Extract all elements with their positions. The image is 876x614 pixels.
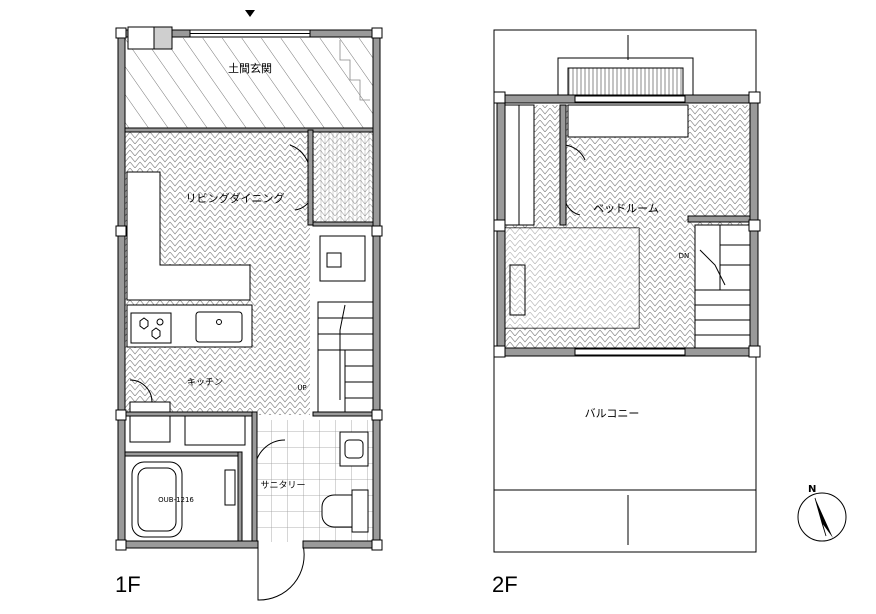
fridge: [129, 401, 171, 443]
label-living: リビングダイニング: [186, 191, 285, 205]
compass-icon: N: [797, 484, 847, 542]
label-stairs-down: DN: [679, 252, 690, 260]
window-2f: [574, 95, 686, 103]
door-swing: [564, 144, 586, 161]
label-bedroom: ベッドルーム: [593, 202, 659, 215]
faucet-icon: [216, 319, 222, 325]
cooking-counter: [126, 304, 253, 348]
stair-arrow: [699, 249, 726, 286]
toilet-tank: [351, 489, 369, 533]
wall-south-right: [302, 540, 381, 549]
label-kitchen: キッチン: [187, 377, 223, 388]
burner-icon: [156, 318, 164, 326]
label-bath-model: OUB-1216: [158, 496, 194, 504]
label-stairs-up: UP: [297, 384, 306, 392]
compass-north-label: N: [808, 484, 816, 495]
entry-step: [339, 40, 370, 101]
bathtub-inner: [137, 467, 177, 532]
kitchen-sink: [195, 311, 243, 343]
stove: [130, 312, 172, 344]
wall-south-left: [117, 540, 259, 549]
washer-space: [184, 414, 246, 446]
door-swing: [129, 379, 153, 403]
floor-label-1f: 1F: [115, 572, 141, 597]
second-floor-plan: ベッドルーム バルコニー DN: [493, 29, 761, 553]
wall-west: [117, 29, 126, 549]
wash-basin: [339, 431, 369, 467]
stair-arrow: [339, 304, 346, 400]
balcony-outline: [493, 354, 757, 491]
burner-icon: [139, 317, 149, 330]
label-balcony: バルコニー: [585, 407, 640, 420]
wall-east: [372, 29, 381, 549]
stairs-2f: [694, 224, 751, 351]
label-genkan: 土間玄関: [228, 61, 272, 75]
entry-door-swing: [257, 544, 305, 601]
bathtub: [131, 461, 183, 538]
label-sanitary: サニタリー: [260, 480, 305, 491]
kitchen-counter: [126, 171, 251, 301]
pillow: [509, 264, 526, 316]
first-floor-plan: 土間玄関 リビングダイニング キッチン サニタリー OUB-1216 UP: [115, 10, 383, 601]
genkan-floor: [125, 38, 373, 130]
basin-bowl: [344, 439, 364, 459]
bath-shelf: [224, 469, 236, 506]
closet: [318, 133, 373, 223]
floor-label-2f: 2F: [492, 572, 518, 597]
entrance-marker-icon: [245, 10, 255, 17]
burner-icon: [151, 327, 161, 340]
shelf: [567, 104, 689, 138]
balcony-door: [574, 348, 686, 356]
skylight-hatch: [567, 67, 684, 97]
